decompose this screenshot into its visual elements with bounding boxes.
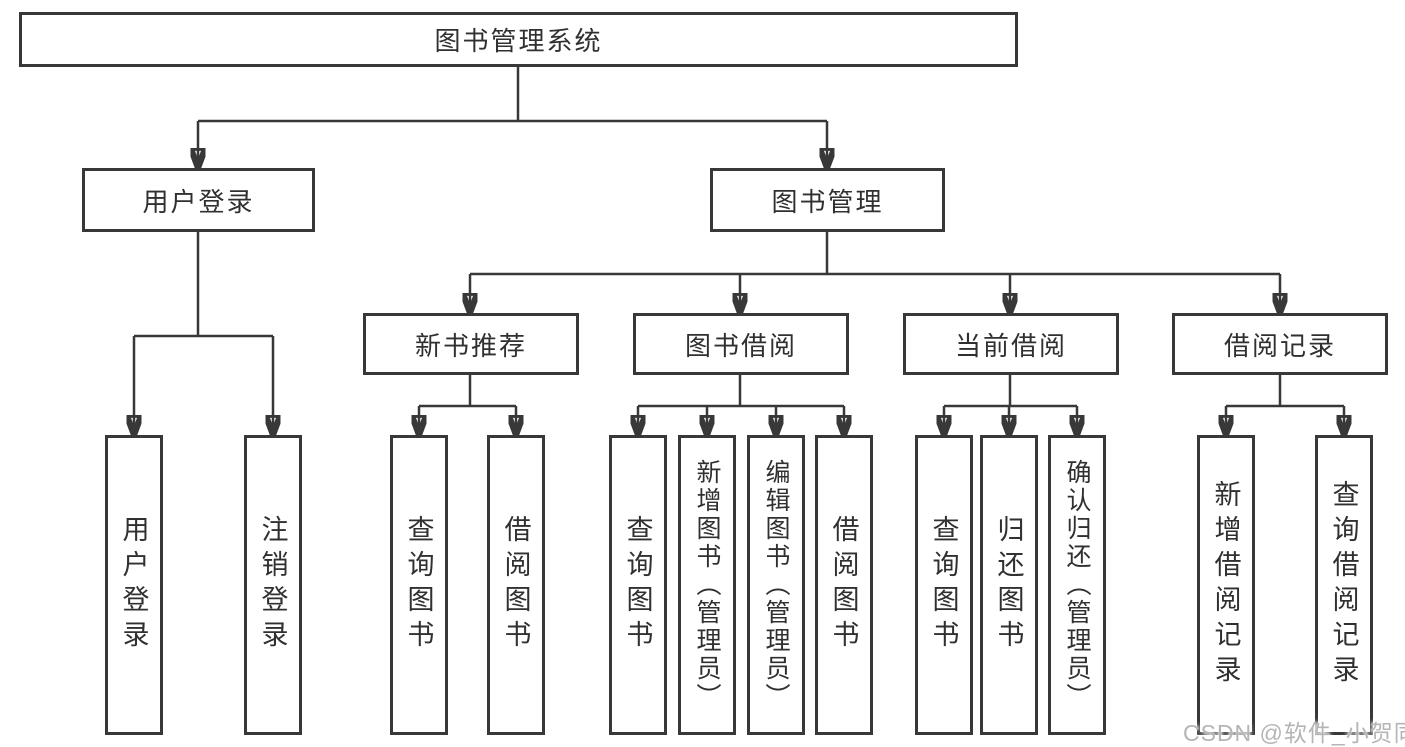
node-current-borrow: 当前借阅: [903, 313, 1119, 375]
node-leaf-edit-book-admin: 编辑图书（管理员）: [747, 435, 805, 735]
node-leaf-query-books-current: 查询图书: [915, 435, 973, 735]
node-leaf-query-borrow-record: 查询借阅记录: [1315, 435, 1373, 735]
node-leaf-add-borrow-record: 新增借阅记录: [1197, 435, 1255, 735]
node-leaf-query-books-recommend: 查询图书: [390, 435, 448, 735]
node-user-login: 用户登录: [82, 168, 315, 232]
node-leaf-borrow-books-recommend: 借阅图书: [487, 435, 545, 735]
csdn-watermark: CSDN @软件_小贺同学: [1183, 720, 1405, 746]
node-leaf-add-book-admin: 新增图书（管理员）: [678, 435, 736, 735]
node-library-system: 图书管理系统: [19, 12, 1018, 67]
node-leaf-confirm-return-admin: 确认归还（管理员）: [1048, 435, 1106, 735]
node-leaf-logout: 注销登录: [244, 435, 302, 735]
node-leaf-borrow-books: 借阅图书: [815, 435, 873, 735]
node-book-management: 图书管理: [710, 168, 945, 232]
node-new-book-recommend: 新书推荐: [363, 313, 579, 375]
node-leaf-user-login: 用户登录: [105, 435, 163, 735]
node-leaf-return-books: 归还图书: [980, 435, 1038, 735]
node-leaf-query-books-borrow: 查询图书: [609, 435, 667, 735]
node-borrow-records: 借阅记录: [1172, 313, 1388, 375]
node-book-borrow: 图书借阅: [633, 313, 849, 375]
